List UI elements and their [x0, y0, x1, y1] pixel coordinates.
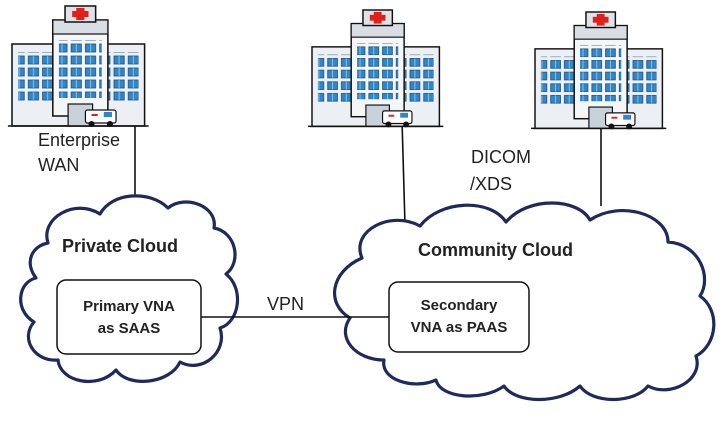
- primary-vna-line2: as SAAS: [98, 320, 161, 337]
- private-cloud-title: Private Cloud: [62, 236, 178, 256]
- hospital-building-icon: [307, 9, 445, 129]
- hospital-building-icon: [530, 11, 668, 131]
- hospital-building-icon: [7, 5, 150, 128]
- enterprise-label-line1: Enterprise: [38, 130, 120, 150]
- dicom-label-line1: DICOM: [471, 147, 531, 167]
- secondary-vna-line2: VNA as PAAS: [411, 319, 508, 336]
- primary-vna-box: Primary VNA as SAAS: [56, 279, 202, 355]
- dicom-label-line2: /XDS: [470, 174, 512, 194]
- vpn-label: VPN: [267, 294, 304, 314]
- secondary-vna-line1: Secondary: [421, 297, 498, 314]
- primary-vna-line1: Primary VNA: [83, 298, 175, 315]
- enterprise-label-line2: WAN: [38, 155, 79, 175]
- community-cloud-title: Community Cloud: [418, 240, 573, 260]
- primary-vna-frame: [56, 279, 202, 355]
- dicom-xds-link-left: [401, 119, 406, 226]
- secondary-vna-box: Secondary VNA as PAAS: [388, 281, 530, 353]
- secondary-vna-frame: [388, 281, 530, 353]
